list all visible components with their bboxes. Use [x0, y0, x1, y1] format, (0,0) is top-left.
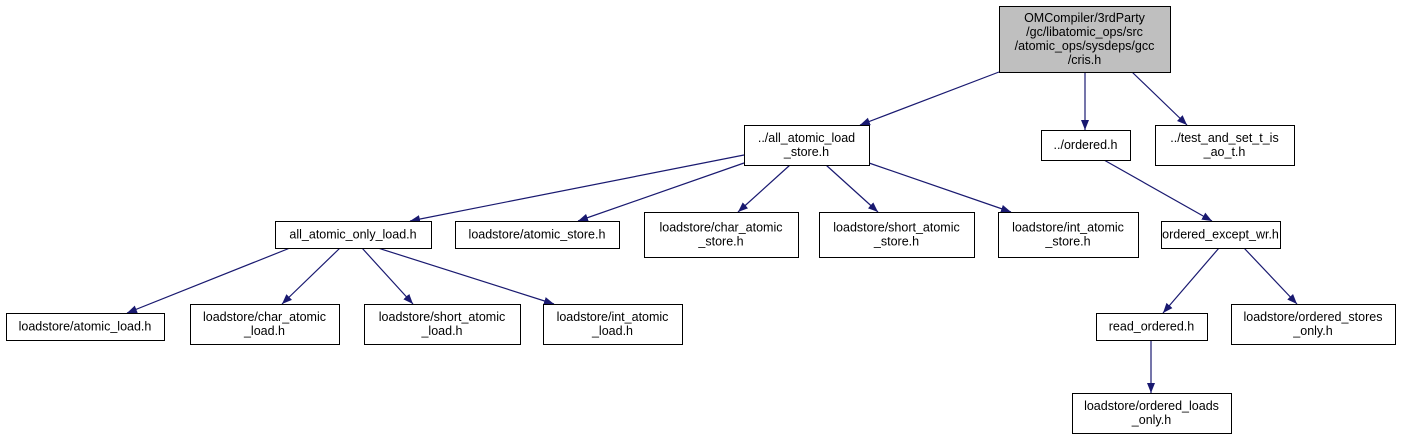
edge-all_atomic_load_store-to-char_atomic_store	[737, 164, 791, 213]
edges-layer	[126, 71, 1298, 393]
node-label-line: _load.h	[591, 324, 633, 338]
node-label-line: loadstore/short_atomic	[833, 221, 959, 235]
node-label-line: loadstore/short_atomic	[379, 310, 505, 324]
node-test_and_set_t_is_ao_t[interactable]: ../test_and_set_t_is_ao_t.h	[1155, 125, 1295, 166]
edge-all_atomic_only_load-to-short_atomic_load	[361, 247, 414, 305]
node-label-line: loadstore/ordered_stores	[1244, 310, 1383, 324]
node-label-line: loadstore/atomic_load.h	[19, 320, 152, 334]
node-box	[999, 6, 1171, 73]
node-label-line: _load.h	[243, 324, 285, 338]
node-label-line: OMCompiler/3rdParty	[1024, 11, 1146, 25]
node-label-line: loadstore/char_atomic	[660, 221, 783, 235]
node-label-line: loadstore/int_atomic	[557, 310, 669, 324]
node-label-line: _store.h	[697, 235, 743, 249]
edge-ordered_except_wr-to-ordered_stores_only	[1243, 247, 1298, 305]
node-label-line: _only.h	[1292, 324, 1332, 338]
nodes-layer: OMCompiler/3rdParty/gc/libatomic_ops/src…	[6, 6, 1396, 434]
node-box	[190, 304, 340, 345]
node-label-line: /atomic_ops/sysdeps/gcc	[1015, 39, 1155, 53]
node-int_atomic_store[interactable]: loadstore/int_atomic_store.h	[998, 212, 1139, 258]
node-box	[6, 313, 165, 341]
edge-all_atomic_load_store-to-atomic_store	[577, 162, 745, 222]
node-short_atomic_load[interactable]: loadstore/short_atomic_load.h	[364, 304, 521, 345]
node-label-line: loadstore/int_atomic	[1012, 221, 1124, 235]
edge-all_atomic_load_store-to-short_atomic_store	[825, 164, 879, 213]
node-box	[819, 212, 975, 258]
node-label-line: /gc/libatomic_ops/src	[1026, 25, 1143, 39]
node-label-line: ../ordered.h	[1054, 138, 1118, 152]
node-ordered[interactable]: ../ordered.h	[1041, 130, 1131, 161]
node-label-line: ../test_and_set_t_is	[1170, 131, 1278, 145]
node-box	[744, 125, 870, 166]
node-ordered_except_wr[interactable]: ordered_except_wr.h	[1161, 221, 1281, 249]
node-int_atomic_load[interactable]: loadstore/int_atomic_load.h	[543, 304, 683, 345]
edge-all_atomic_only_load-to-atomic_load	[126, 247, 291, 314]
node-label-line: all_atomic_only_load.h	[289, 228, 416, 242]
edge-ordered_except_wr-to-read_ordered	[1162, 247, 1220, 314]
edge-cris-to-all_atomic_load_store	[859, 71, 1000, 126]
node-atomic_store[interactable]: loadstore/atomic_store.h	[455, 221, 620, 249]
node-box	[1096, 313, 1208, 341]
node-label-line: _only.h	[1131, 413, 1171, 427]
node-box	[364, 304, 521, 345]
node-box	[1041, 130, 1131, 161]
edge-all_atomic_only_load-to-int_atomic_load	[377, 247, 555, 305]
node-cris: OMCompiler/3rdParty/gc/libatomic_ops/src…	[999, 6, 1171, 73]
edge-all_atomic_only_load-to-char_atomic_load	[281, 247, 341, 305]
node-box	[543, 304, 683, 345]
node-label-line: _store.h	[873, 235, 919, 249]
node-char_atomic_load[interactable]: loadstore/char_atomic_load.h	[190, 304, 340, 345]
node-all_atomic_only_load[interactable]: all_atomic_only_load.h	[275, 221, 432, 249]
node-ordered_loads_only[interactable]: loadstore/ordered_loads_only.h	[1072, 393, 1232, 434]
edge-cris-to-test_and_set_t_is_ao_t	[1131, 71, 1188, 126]
node-box	[998, 212, 1139, 258]
node-label-line: _ao_t.h	[1203, 145, 1246, 159]
node-label-line: loadstore/char_atomic	[203, 310, 326, 324]
node-all_atomic_load_store[interactable]: ../all_atomic_load_store.h	[744, 125, 870, 166]
node-box	[1072, 393, 1232, 434]
node-box	[644, 212, 799, 258]
node-label-line: ordered_except_wr.h	[1162, 228, 1279, 242]
node-label-line: _store.h	[783, 145, 829, 159]
node-label-line: loadstore/atomic_store.h	[469, 228, 606, 242]
node-label-line: read_ordered.h	[1109, 320, 1195, 334]
node-label-line: loadstore/ordered_loads	[1084, 399, 1219, 413]
node-label-line: ../all_atomic_load	[758, 131, 855, 145]
node-box	[1155, 125, 1295, 166]
node-box	[1231, 304, 1396, 345]
node-char_atomic_store[interactable]: loadstore/char_atomic_store.h	[644, 212, 799, 258]
node-box	[1161, 221, 1281, 249]
node-atomic_load[interactable]: loadstore/atomic_load.h	[6, 313, 165, 341]
node-box	[275, 221, 432, 249]
edge-ordered-to-ordered_except_wr	[1103, 159, 1213, 222]
node-label-line: _load.h	[420, 324, 462, 338]
node-label-line: _store.h	[1044, 235, 1090, 249]
node-ordered_stores_only[interactable]: loadstore/ordered_stores_only.h	[1231, 304, 1396, 345]
node-read_ordered[interactable]: read_ordered.h	[1096, 313, 1208, 341]
node-short_atomic_store[interactable]: loadstore/short_atomic_store.h	[819, 212, 975, 258]
edge-all_atomic_load_store-to-int_atomic_store	[868, 162, 1012, 213]
node-label-line: /cris.h	[1068, 53, 1101, 67]
edge-all_atomic_load_store-to-all_atomic_only_load	[409, 154, 745, 223]
node-box	[455, 221, 620, 249]
